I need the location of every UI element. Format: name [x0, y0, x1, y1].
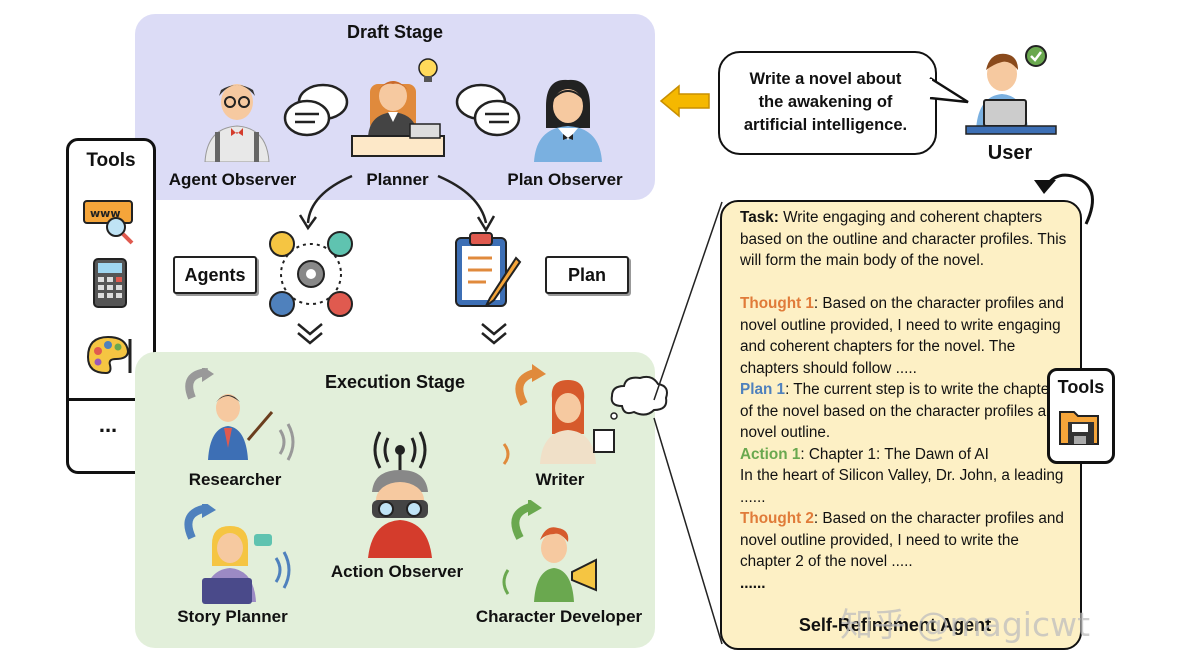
- self-refinement-title: Self-Refinement Agent: [798, 615, 992, 635]
- story-planner-label: Story Planner: [177, 607, 288, 626]
- task-text: Write engaging and coherent chapters bas…: [740, 209, 1067, 269]
- arrow-left-icon: [659, 84, 710, 118]
- user-request-line: artificial intelligence.: [743, 116, 908, 134]
- note-tools-title: Tools: [1057, 377, 1105, 397]
- user-avatar: [965, 45, 1057, 135]
- story-planner-icon: [184, 504, 291, 604]
- user-label: User: [987, 142, 1033, 164]
- calculator-icon: [93, 258, 127, 308]
- action1-continuation: In the heart of Silicon Valley, Dr. John…: [740, 467, 1064, 506]
- plan-observer-label: Plan Observer: [507, 170, 623, 189]
- watermark: 知乎 @magicwt: [840, 605, 1091, 644]
- palette-icon: [86, 335, 132, 375]
- plan-clipboard-icon: [455, 232, 522, 307]
- draft-stage-title: Draft Stage: [346, 22, 444, 42]
- web-search-icon: www: [83, 200, 134, 245]
- user-request-line: Write a novel about: [749, 70, 902, 88]
- action1-text: : Chapter 1: The Dawn of AI: [800, 445, 989, 463]
- note-ellipsis: ......: [740, 574, 766, 592]
- thought1-text: : Based on the character profiles and no…: [740, 295, 1064, 377]
- planner-label: Planner: [366, 170, 429, 189]
- researcher-label: Researcher: [188, 470, 282, 489]
- thought2-key: Thought 2: [740, 510, 814, 527]
- self-refinement-content: Task: Write engaging and coherent chapte…: [740, 207, 1070, 594]
- note-connector-lines: [653, 201, 723, 645]
- user-request-text: Write a novel about the awakening of art…: [728, 68, 923, 137]
- chevron-down-icon: [297, 323, 323, 345]
- chat-bubbles-icon: [283, 83, 349, 137]
- chevron-down-icon: [481, 323, 507, 345]
- tools-divider: [66, 398, 156, 401]
- plan1-key: Plan 1: [740, 381, 786, 398]
- writer-icon: [502, 364, 615, 465]
- tools-more: ...: [98, 412, 118, 437]
- action-observer-label: Action Observer: [330, 562, 464, 581]
- plan-label: Plan: [545, 256, 629, 294]
- plan1-text: : The current step is to write the chapt…: [740, 381, 1068, 441]
- character-developer-icon: [502, 500, 597, 602]
- save-folder-icon: [1059, 411, 1099, 445]
- planner-icon: [351, 58, 445, 157]
- thought2-text: : Based on the character profiles and no…: [740, 510, 1064, 570]
- agents-label: Agents: [173, 256, 257, 294]
- execution-stage-title: Execution Stage: [324, 372, 466, 392]
- researcher-icon: [185, 368, 295, 461]
- user-request-line: the awakening of: [758, 93, 893, 111]
- plan-observer-icon: [534, 79, 602, 162]
- agents-network-icon: [269, 231, 353, 317]
- user-speech-bubble: [718, 51, 937, 155]
- agent-observer-icon: [204, 84, 270, 162]
- action-observer-icon: [368, 431, 432, 558]
- tools-title: Tools: [86, 150, 136, 171]
- thought1-key: Thought 1: [740, 295, 814, 312]
- cycle-arrow-icon: [1034, 173, 1094, 225]
- action1-key: Action 1: [740, 445, 801, 463]
- chat-bubbles-icon: [455, 83, 521, 137]
- self-refinement-note: [720, 200, 1082, 650]
- bubble-tail: [928, 76, 969, 104]
- character-developer-label: Character Developer: [475, 607, 643, 626]
- thought-cloud-icon: [610, 375, 668, 420]
- writer-label: Writer: [535, 470, 585, 489]
- planner-branch-arrows: [298, 174, 496, 233]
- svg-text:www: www: [90, 207, 121, 220]
- task-key: Task:: [740, 209, 779, 226]
- agent-observer-label: Agent Observer: [168, 170, 297, 189]
